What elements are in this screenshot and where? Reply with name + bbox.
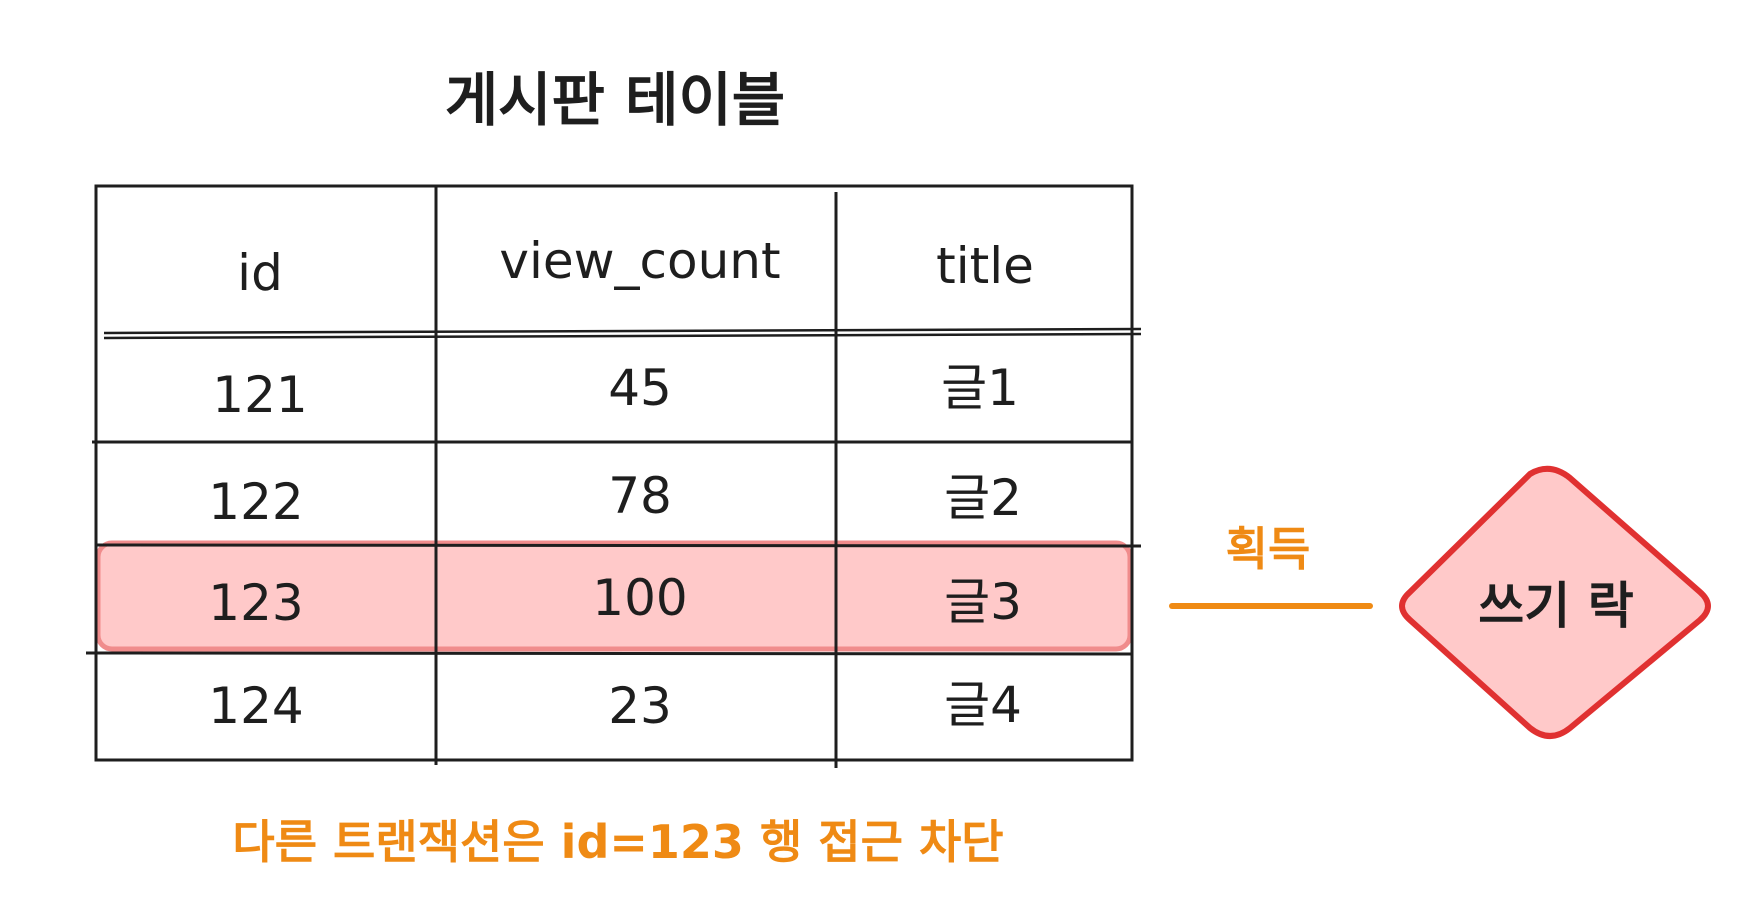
table-cell-view-count: 45	[608, 359, 672, 417]
header-cell-id: id	[237, 244, 283, 302]
row-divider-3	[85, 651, 1133, 656]
table-cell-id: 123	[208, 574, 303, 632]
table-cell-title: 글2	[944, 469, 1022, 527]
table-title: 게시판 테이블	[445, 66, 785, 134]
table-cell-id: 124	[208, 677, 303, 735]
table-cell-view-count: 100	[592, 569, 687, 627]
table-cell-title: 글1	[941, 359, 1019, 417]
write-lock-diamond	[1399, 465, 1711, 739]
header-cell-title: title	[936, 237, 1034, 295]
table-cell-view-count: 78	[608, 467, 672, 525]
acquire-label: 획득	[1226, 522, 1311, 576]
locked-row-highlight	[95, 540, 1133, 652]
table-cell-id: 122	[208, 473, 303, 531]
table-cell-id: 121	[212, 366, 307, 424]
table-border	[94, 184, 1134, 762]
table-cell-view-count: 23	[608, 677, 672, 735]
write-lock-label: 쓰기 락	[1478, 577, 1633, 635]
header-divider-b	[103, 332, 1142, 340]
table-cell-title: 글4	[944, 676, 1022, 734]
blocking-note: 다른 트랜잭션은 id=123 행 접근 차단	[232, 815, 1003, 869]
header-divider-a	[103, 327, 1142, 335]
table-cell-title: 글3	[944, 573, 1022, 631]
row-divider-2	[95, 543, 1142, 548]
header-cell-view-count: view_count	[499, 232, 780, 290]
